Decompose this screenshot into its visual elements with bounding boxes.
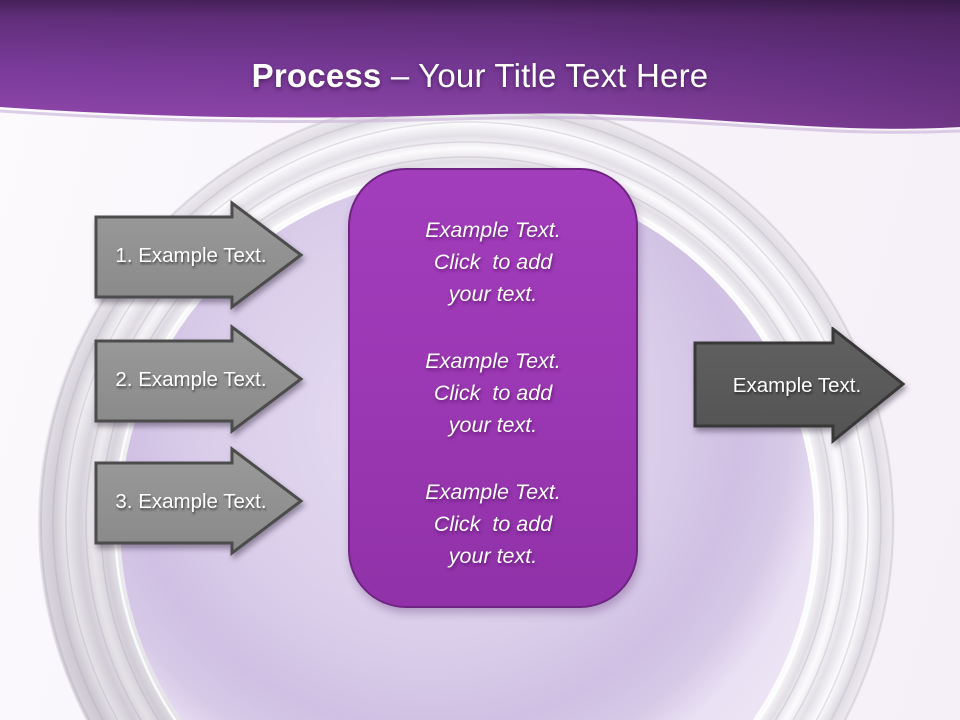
title-keyword: Process (251, 57, 382, 94)
arrow-polygon (693, 327, 906, 445)
text-line: Click to add (433, 381, 553, 405)
text-line: Example Text. (425, 349, 561, 373)
right-arrow-shape (94, 446, 304, 557)
right-arrow-shape (94, 200, 304, 311)
step-arrow-1[interactable]: 1. Example Text. (94, 200, 306, 312)
text-line: Example Text. (425, 218, 561, 242)
text-block-3: Example Text. Click to add your text. (364, 476, 622, 572)
header-banner (0, 0, 960, 134)
lid-ring-line (85, 141, 849, 720)
step-label-3: 3. Example Text. (115, 490, 267, 513)
banner-wave-highlight (0, 109, 960, 134)
lid-ring-line (65, 121, 869, 720)
arrow-polygon (94, 446, 304, 557)
arrow-polygon (94, 200, 304, 311)
step-label-2: 2. Example Text. (115, 368, 267, 391)
text-line: Click to add (433, 512, 553, 536)
text-line: your text. (448, 544, 538, 568)
center-text-box[interactable]: Example Text. Click to add your text. Ex… (348, 168, 638, 608)
text-block-2: Example Text. Click to add your text. (364, 345, 622, 441)
text-line: Example Text. (425, 480, 561, 504)
banner-shade (0, 0, 960, 129)
text-block-1: Example Text. Click to add your text. (364, 214, 622, 310)
lid-ring-shading (38, 94, 896, 720)
output-arrow-label: Example Text. (732, 374, 862, 397)
step-label-1: 1. Example Text. (115, 244, 267, 267)
title-subtitle: – Your Title Text Here (390, 57, 709, 94)
right-arrow-shape (94, 324, 304, 435)
text-line: Click to add (433, 250, 553, 274)
slide-title[interactable]: Process – Your Title Text Here (0, 54, 960, 98)
step-arrow-2[interactable]: 2. Example Text. (94, 324, 306, 436)
right-arrow-shape (693, 327, 906, 445)
text-line: your text. (448, 282, 538, 306)
step-arrow-3[interactable]: 3. Example Text. (94, 446, 306, 558)
output-arrow[interactable]: Example Text. (693, 327, 907, 445)
text-line: your text. (448, 413, 538, 437)
arrow-polygon (94, 324, 304, 435)
